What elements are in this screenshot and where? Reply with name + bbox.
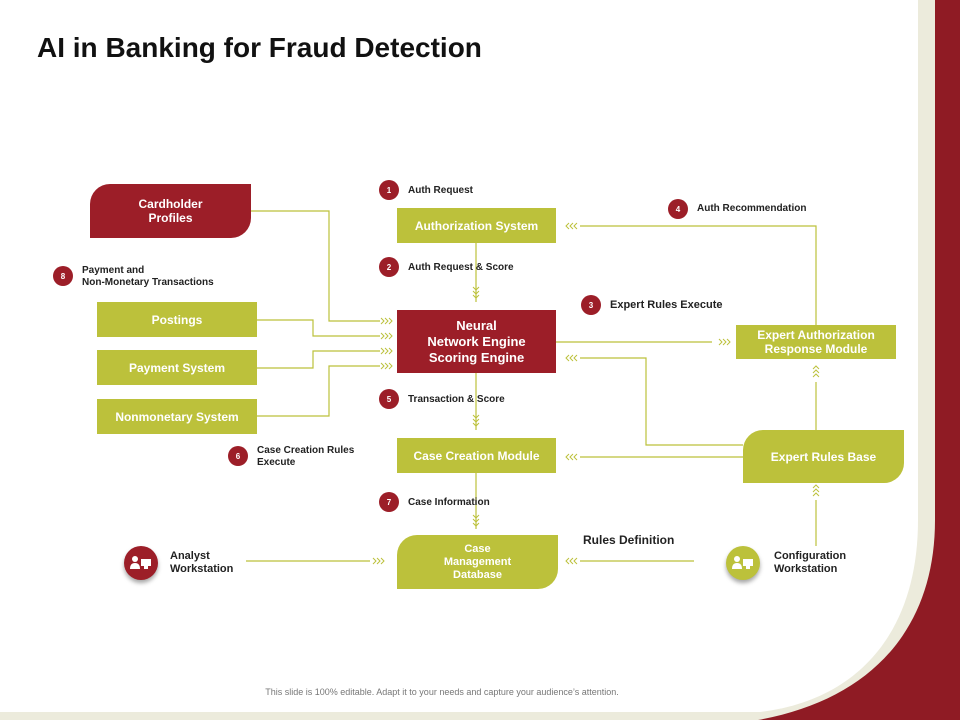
arrowhead-chevron — [380, 362, 385, 370]
arrowheads — [372, 222, 820, 565]
arrowhead-chevron — [718, 338, 723, 346]
arrowhead-chevron — [812, 488, 820, 493]
red-swoosh — [758, 0, 960, 720]
arrowhead-chevron — [472, 518, 480, 523]
step-2-marker: 2 — [379, 257, 399, 277]
arrowhead-chevron — [812, 484, 820, 489]
arrowhead-chevron — [569, 453, 574, 461]
arrowhead-chevron — [384, 362, 389, 370]
arrowhead-chevron — [472, 286, 480, 291]
arrowhead-chevron — [565, 557, 570, 565]
step-6-marker: 6 — [228, 446, 248, 466]
step-4-label: Auth Recommendation — [697, 203, 807, 214]
connector-line — [251, 210, 380, 322]
arrowhead-chevron — [573, 354, 578, 362]
step-6-label: Case Creation Rules Execute — [257, 445, 355, 468]
arrowhead-chevron — [472, 522, 480, 527]
arrowhead-chevron — [384, 347, 389, 355]
arrowhead-chevron — [573, 557, 578, 565]
arrowhead-chevron — [722, 338, 727, 346]
step-7-label: Case Information — [408, 497, 490, 508]
step-3-marker: 3 — [581, 295, 601, 315]
page-title: AI in Banking for Fraud Detection — [37, 32, 482, 63]
step-1-marker: 1 — [379, 180, 399, 200]
arrowhead-chevron — [573, 453, 578, 461]
payment-system-box: Payment System — [97, 350, 257, 385]
step-7-marker: 7 — [379, 492, 399, 512]
step-2-label: Auth Request & Score — [408, 262, 514, 273]
step-3-label: Expert Rules Execute — [610, 299, 723, 311]
arrowhead-chevron — [565, 222, 570, 230]
connector-line — [257, 365, 380, 417]
arrowhead-chevron — [388, 332, 393, 340]
arrowhead-chevron — [812, 492, 820, 497]
neural-network-engine-box: Neural Network Engine Scoring Engine — [397, 310, 556, 373]
rules-definition-label: Rules Definition — [583, 533, 675, 547]
arrowhead-chevron — [388, 362, 393, 370]
arrowhead-chevron — [472, 414, 480, 419]
connector-line — [580, 357, 743, 446]
connector-line — [580, 225, 817, 325]
arrowhead-chevron — [472, 294, 480, 299]
arrowhead-chevron — [565, 453, 570, 461]
cardholder-profiles-box: Cardholder Profiles — [90, 184, 251, 238]
arrowhead-chevron — [388, 317, 393, 325]
arrowhead-chevron — [384, 317, 389, 325]
configuration-workstation-icon — [726, 546, 760, 580]
step-5-label: Transaction & Score — [408, 394, 505, 405]
arrowhead-chevron — [472, 418, 480, 423]
arrowhead-chevron — [380, 347, 385, 355]
arrowhead-chevron — [380, 332, 385, 340]
connector-line — [257, 350, 380, 369]
connector-line — [257, 319, 380, 337]
step-1-label: Auth Request — [408, 185, 473, 196]
arrowhead-chevron — [472, 422, 480, 427]
arrowhead-chevron — [812, 365, 820, 370]
expert-authorization-response-box: Expert Authorization Response Module — [736, 325, 896, 359]
authorization-system-box: Authorization System — [397, 208, 556, 243]
users-icon — [732, 556, 753, 569]
arrowhead-chevron — [472, 514, 480, 519]
arrowhead-chevron — [376, 557, 381, 565]
arrowhead-chevron — [569, 354, 574, 362]
step-8-marker: 8 — [53, 266, 73, 286]
arrowhead-chevron — [372, 557, 377, 565]
analyst-workstation-label: Analyst Workstation — [170, 550, 234, 575]
arrowhead-chevron — [565, 354, 570, 362]
arrowhead-chevron — [812, 373, 820, 378]
arrowhead-chevron — [569, 222, 574, 230]
expert-rules-base-box: Expert Rules Base — [743, 430, 904, 483]
step-5-marker: 5 — [379, 389, 399, 409]
arrowhead-chevron — [388, 347, 393, 355]
arrowhead-chevron — [472, 290, 480, 295]
arrowhead-chevron — [726, 338, 731, 346]
footer-note: This slide is 100% editable. Adapt it to… — [265, 687, 619, 697]
postings-box: Postings — [97, 302, 257, 337]
analyst-workstation-icon — [124, 546, 158, 580]
connectors — [246, 210, 817, 562]
arrowhead-chevron — [380, 317, 385, 325]
case-management-database-box: Case Management Database — [397, 535, 558, 589]
arrowhead-chevron — [384, 332, 389, 340]
step-4-marker: 4 — [668, 199, 688, 219]
step-8-label: Payment and Non-Monetary Transactions — [82, 265, 214, 288]
arrowhead-chevron — [380, 557, 385, 565]
arrowhead-chevron — [569, 557, 574, 565]
case-creation-module-box: Case Creation Module — [397, 438, 556, 473]
users-icon — [130, 556, 151, 569]
nonmonetary-system-box: Nonmonetary System — [97, 399, 257, 434]
configuration-workstation-label: Configuration Workstation — [774, 550, 847, 575]
arrowhead-chevron — [812, 369, 820, 374]
arrowhead-chevron — [573, 222, 578, 230]
